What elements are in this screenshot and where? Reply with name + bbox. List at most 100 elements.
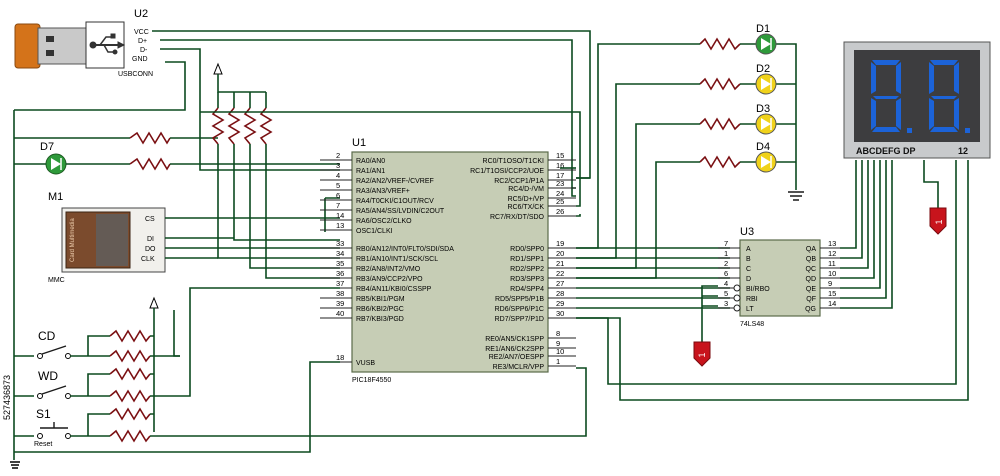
mmc-ref: M1 — [48, 191, 63, 203]
mcu-left-pin-label: RB6/KBI2/PGC — [356, 306, 404, 313]
usb-trident-icon — [89, 33, 126, 55]
mcu-left-pin-number: 3 — [336, 161, 340, 170]
mcu-right-pin-number: 29 — [556, 299, 564, 308]
decoder-out-pin-number: 14 — [828, 299, 836, 308]
usb-pin-dminus: D- — [140, 47, 148, 54]
mcu-right-pin-label: RC4/D-/VM — [508, 186, 544, 193]
mcu-left-pin-number: 37 — [336, 279, 344, 288]
mcu-left-pin-number: 34 — [336, 249, 344, 258]
usb-part-name: USBCONN — [118, 71, 153, 78]
mcu-right-pin-label: RD5/SPP5/P1B — [495, 296, 544, 303]
seven-segment-display: ABCDEFG DP 12 — [576, 41, 991, 385]
mcu-left-pin-label: RB1/AN10/INT1/SCK/SCL — [356, 256, 438, 263]
mcu-right-pin-label: RE0/AN5/CK1SPP — [485, 336, 544, 343]
mmc-card-text: Card Multimedia — [70, 218, 76, 262]
mcu-right-pin-label: RD3/SPP3 — [510, 276, 544, 283]
mcu-right-pin-label: RE2/AN7/OESPP — [489, 354, 545, 361]
mcu-right-pin-label: RE3/MCLR/VPP — [493, 364, 545, 371]
decoder-out-pin-number: 10 — [828, 269, 836, 278]
decoder-out-pin-label: QC — [806, 266, 817, 273]
mcu-left-pin-label: RA5/AN4/SS/LVDIN/C2OUT — [356, 208, 445, 215]
mcu-right-pin-label: RC7/RX/DT/SDO — [490, 214, 545, 221]
decoder-in-pin-number: 3 — [724, 299, 728, 308]
decoder-out-pin-number: 11 — [828, 259, 836, 268]
led-d7: D7 — [14, 131, 340, 175]
watermark-id: 527436873 — [2, 375, 12, 420]
switch-wd-label: WD — [38, 369, 58, 383]
decoder-out-pin-label: QB — [806, 256, 816, 263]
mmc-pin-do: DO — [145, 246, 156, 253]
mcu-left-pin-number: 14 — [336, 211, 344, 220]
mcu-left-pin-number: 4 — [336, 171, 340, 180]
mcu-right-pin-number: 8 — [556, 329, 560, 338]
mcu-left-pin-label: RA3/AN3/VREF+ — [356, 188, 410, 195]
led-diode-icon — [761, 156, 771, 168]
display-segment — [954, 98, 959, 130]
power-tag-upper: 1 — [929, 207, 947, 235]
decoder-out-pin-number: 13 — [828, 239, 836, 248]
display-segment — [931, 96, 957, 99]
power-tag-lower: 1 — [693, 341, 711, 367]
mcu-right-pin-label: RC5/D+/VP — [508, 196, 545, 203]
usb-connector: U2 VCC D+ D- GND USBCONN — [14, 8, 591, 197]
decoder-in-pin-label: RBI — [746, 296, 758, 303]
decoder-in-pin-number: 1 — [724, 249, 728, 258]
mcu-left-pin-label: VUSB — [356, 360, 375, 367]
mcu-left-pin-number: 18 — [336, 353, 344, 362]
mcu-right-pin-label: RD6/SPP6/P1C — [495, 306, 544, 313]
decoder-in-pin-label: A — [746, 246, 751, 253]
power-tag-upper-text: 1 — [934, 219, 944, 224]
mcu-right-pin-number: 20 — [556, 249, 564, 258]
mcu-right-pin-label: RC1/T1OSI/CCP2/UOE — [470, 168, 544, 175]
mcu-right-pin-number: 26 — [556, 207, 564, 216]
mcu-left-pin-number: 40 — [336, 309, 344, 318]
mcu-left-pin-label: RA1/AN1 — [356, 168, 385, 175]
mcu-right-pin-number: 10 — [556, 347, 564, 356]
usb-pin-dplus: D+ — [138, 38, 147, 45]
mcu-right-pin-number: 16 — [556, 161, 564, 170]
decoder-inverted-bubble — [733, 294, 741, 302]
mcu-right-pin-number: 30 — [556, 309, 564, 318]
display-segment — [954, 62, 959, 94]
mcu-left-pin-number: 38 — [336, 289, 344, 298]
mcu-left-pin-number: 6 — [336, 191, 340, 200]
decoder-in-pin-label: D — [746, 276, 751, 283]
led-diode-icon — [761, 78, 771, 90]
decoder-out-pin-label: QE — [806, 286, 816, 293]
mmc-pin-clk: CLK — [141, 256, 155, 263]
display-segment — [872, 60, 900, 65]
mcu-part-name: PIC18F4550 — [352, 377, 391, 384]
mmc-pin-cs: CS — [145, 216, 155, 223]
display-segment — [871, 98, 876, 130]
decoder-in-pin-number: 5 — [724, 289, 728, 298]
mcu-left-pin-label: RB5/KBI1/PGM — [356, 296, 405, 303]
mcu-right-pin-label: RD0/SPP0 — [510, 246, 544, 253]
mcu-ref: U1 — [352, 137, 366, 149]
display-segment — [930, 127, 958, 132]
mcu-left-pin-number: 35 — [336, 259, 344, 268]
led-diode-icon — [761, 38, 771, 50]
mcu-left-pin-label: RA0/AN0 — [356, 158, 385, 165]
mcu-right-pin-number: 22 — [556, 269, 564, 278]
decoder-out-pin-number: 12 — [828, 249, 836, 258]
mcu-left-pin-label: RA6/OSC2/CLKO — [356, 218, 412, 225]
decoder-in-pin-label: C — [746, 266, 751, 273]
display-decimal-point — [965, 128, 970, 133]
switch-reset-label: Reset — [34, 441, 52, 448]
led-ref: D3 — [756, 103, 770, 115]
mcu-right-pin-label: RD4/SPP4 — [510, 286, 544, 293]
display-pin-label: ABCDEFG DP — [856, 146, 916, 156]
mcu-left-pin-number: 5 — [336, 181, 340, 190]
mmc-card: M1 Card Multimedia CS DI DO CLK MMC — [48, 191, 340, 284]
switch-cd-label: CD — [38, 329, 56, 343]
decoder-out-pin-label: QG — [805, 306, 816, 313]
mcu-right-pin-number: 23 — [556, 179, 564, 188]
display-segment — [930, 60, 958, 65]
usb-ref: U2 — [134, 8, 148, 20]
power-tag-lower-text: 1 — [697, 352, 707, 357]
decoder-in-pin-number: 6 — [724, 269, 728, 278]
mcu-right-pin-number: 9 — [556, 339, 560, 348]
mcu-right-pin-number: 27 — [556, 279, 564, 288]
mcu-right-pin-label: RC0/T1OSO/T1CKI — [483, 158, 545, 165]
